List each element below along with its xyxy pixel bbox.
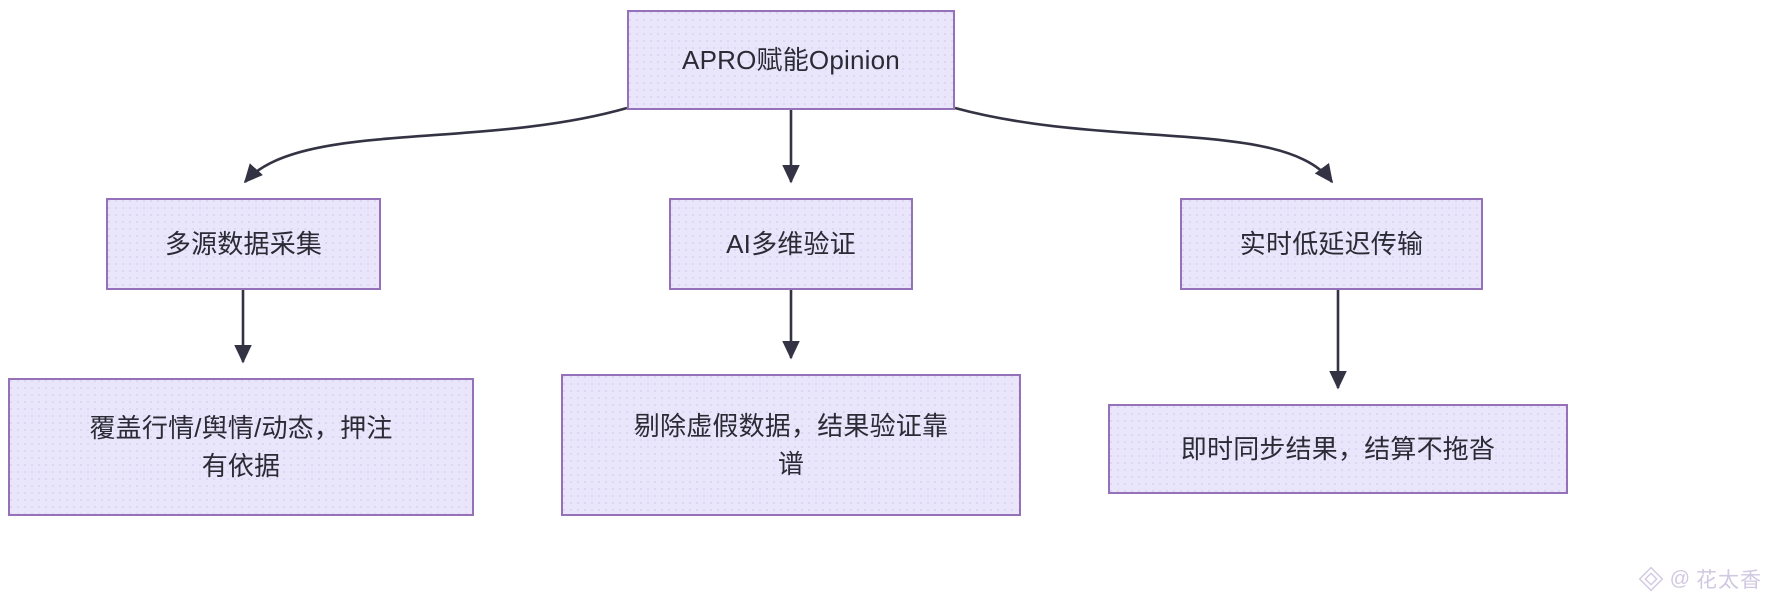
node-realtime-low-latency-transmission[interactable]: 实时低延迟传输 — [1180, 198, 1483, 290]
node-apro-root[interactable]: APRO赋能Opinion — [627, 10, 955, 110]
watermark-handle: 花太香 — [1696, 569, 1762, 592]
node-ai-multidimensional-verification[interactable]: AI多维验证 — [669, 198, 913, 290]
node-collection-detail[interactable]: 覆盖行情/舆情/动态，押注 有依据 — [8, 378, 474, 516]
edge-root-to-transmit — [954, 106, 1334, 184]
node-label: 剔除虚假数据，结果验证靠 谱 — [633, 410, 949, 479]
node-label: 覆盖行情/舆情/动态，押注 有依据 — [89, 412, 393, 481]
node-verification-detail[interactable]: 剔除虚假数据，结果验证靠 谱 — [561, 374, 1021, 516]
node-label: 多源数据采集 — [164, 228, 323, 259]
edge-root-to-collect — [243, 106, 628, 184]
watermark: @ 花太香 — [1638, 564, 1762, 594]
node-multi-source-collection[interactable]: 多源数据采集 — [106, 198, 381, 290]
node-transmission-detail[interactable]: 即时同步结果，结算不拖沓 — [1108, 404, 1568, 494]
watermark-at-symbol: @ — [1669, 568, 1690, 590]
node-label: APRO赋能Opinion — [682, 44, 900, 75]
node-label: AI多维验证 — [726, 228, 856, 259]
diamond-icon — [1638, 566, 1664, 592]
node-label: 实时低延迟传输 — [1239, 228, 1424, 259]
node-label: 即时同步结果，结算不拖沓 — [1180, 433, 1496, 464]
